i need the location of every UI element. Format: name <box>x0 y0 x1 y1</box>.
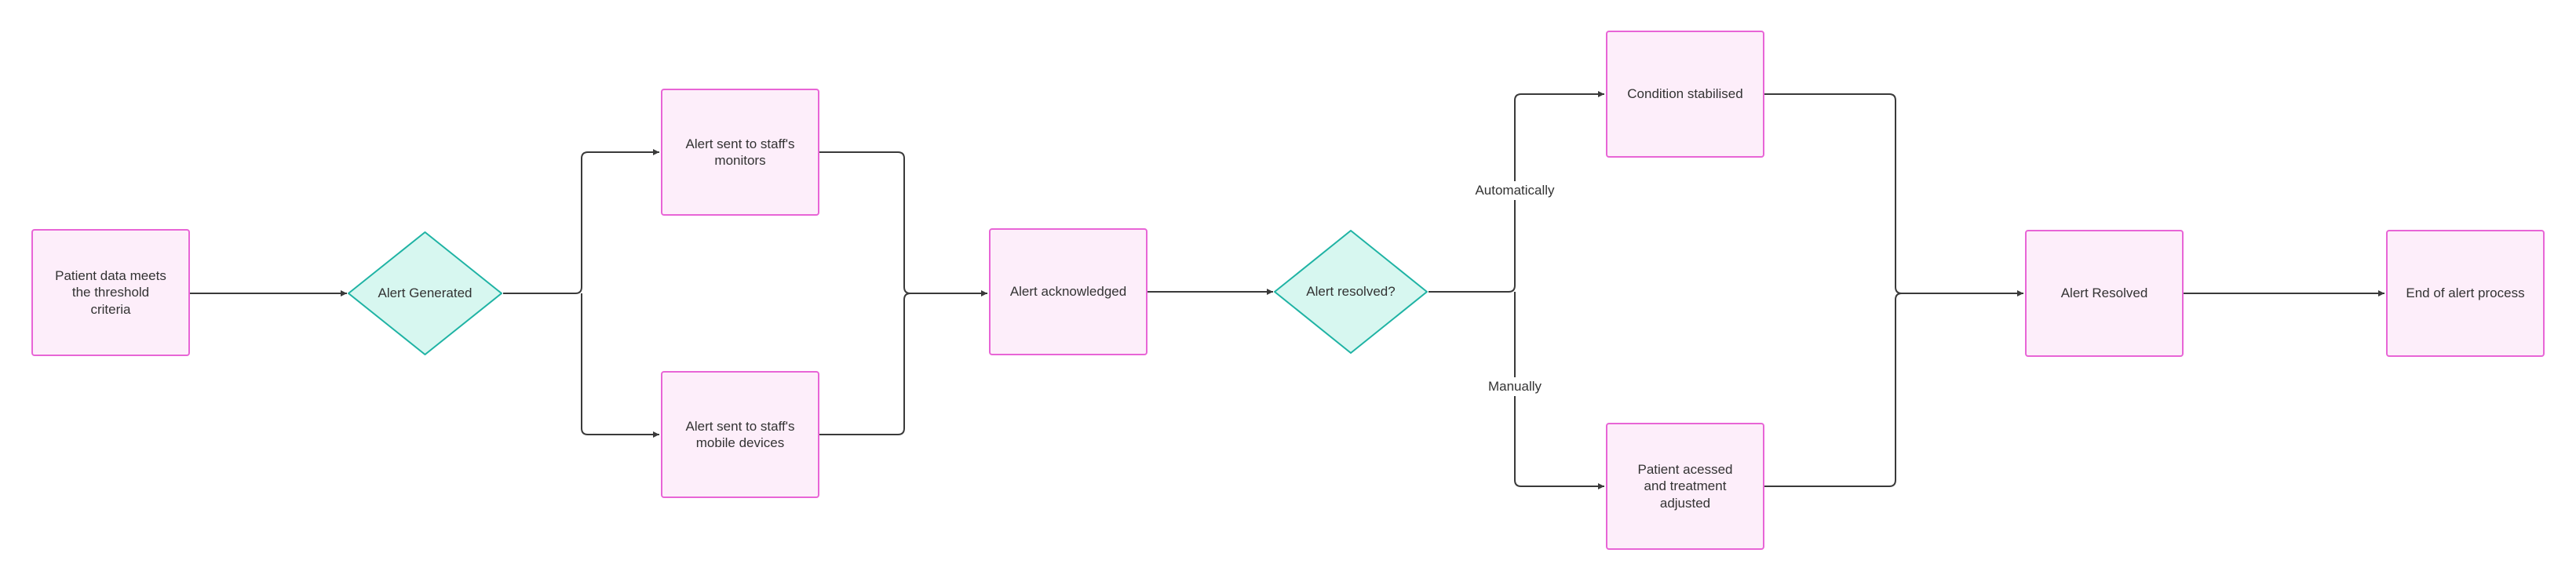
node-patient-data-label: Patient data meets the threshold criteri… <box>55 268 166 317</box>
decision-alert-generated[interactable]: Alert Generated <box>347 231 503 356</box>
decision-diamond-shape <box>1274 230 1428 354</box>
edge-label-manually: Manually <box>1484 377 1545 396</box>
node-stabilised-label: Condition stabilised <box>1627 86 1743 102</box>
node-acknowledged-label: Alert acknowledged <box>1009 284 1127 300</box>
node-assessed[interactable]: Patient acessed and treatment adjusted <box>1606 423 1764 550</box>
node-alert-resolved[interactable]: Alert Resolved <box>2025 230 2184 357</box>
edge-resolvedq-to-assessed <box>1514 292 1604 489</box>
decision-alert-resolved-label: Alert resolved? <box>1306 284 1396 299</box>
node-sent-mobile-label: Alert sent to staff's mobile devices <box>685 418 795 450</box>
edge-assessed-to-merge <box>1764 293 1903 487</box>
edge-label-automatically: Automatically <box>1472 181 1558 200</box>
decision-alert-generated-label: Alert Generated <box>378 286 473 300</box>
node-end-label: End of alert process <box>2406 286 2525 301</box>
node-alert-resolved-label: Alert Resolved <box>2060 286 2148 301</box>
node-stabilised[interactable]: Condition stabilised <box>1606 31 1764 158</box>
node-sent-mobile[interactable]: Alert sent to staff's mobile devices <box>661 371 819 498</box>
decision-alert-resolved[interactable]: Alert resolved? <box>1273 229 1428 355</box>
node-end[interactable]: End of alert process <box>2386 230 2545 357</box>
edge-mobile-to-merge <box>819 293 911 435</box>
decision-diamond-shape <box>348 231 502 355</box>
edge-monitors-to-merge <box>819 151 911 294</box>
node-patient-data[interactable]: Patient data meets the threshold criteri… <box>31 229 190 356</box>
node-assessed-label: Patient acessed and treatment adjusted <box>1637 462 1733 511</box>
edge-generated-to-monitors <box>503 149 659 294</box>
edge-generated-to-mobile <box>581 293 659 438</box>
edge-stabilised-to-merge <box>1764 93 1903 294</box>
node-acknowledged[interactable]: Alert acknowledged <box>989 228 1148 355</box>
node-sent-monitors-label: Alert sent to staff's monitors <box>685 136 795 168</box>
node-sent-monitors[interactable]: Alert sent to staff's monitors <box>661 89 819 216</box>
